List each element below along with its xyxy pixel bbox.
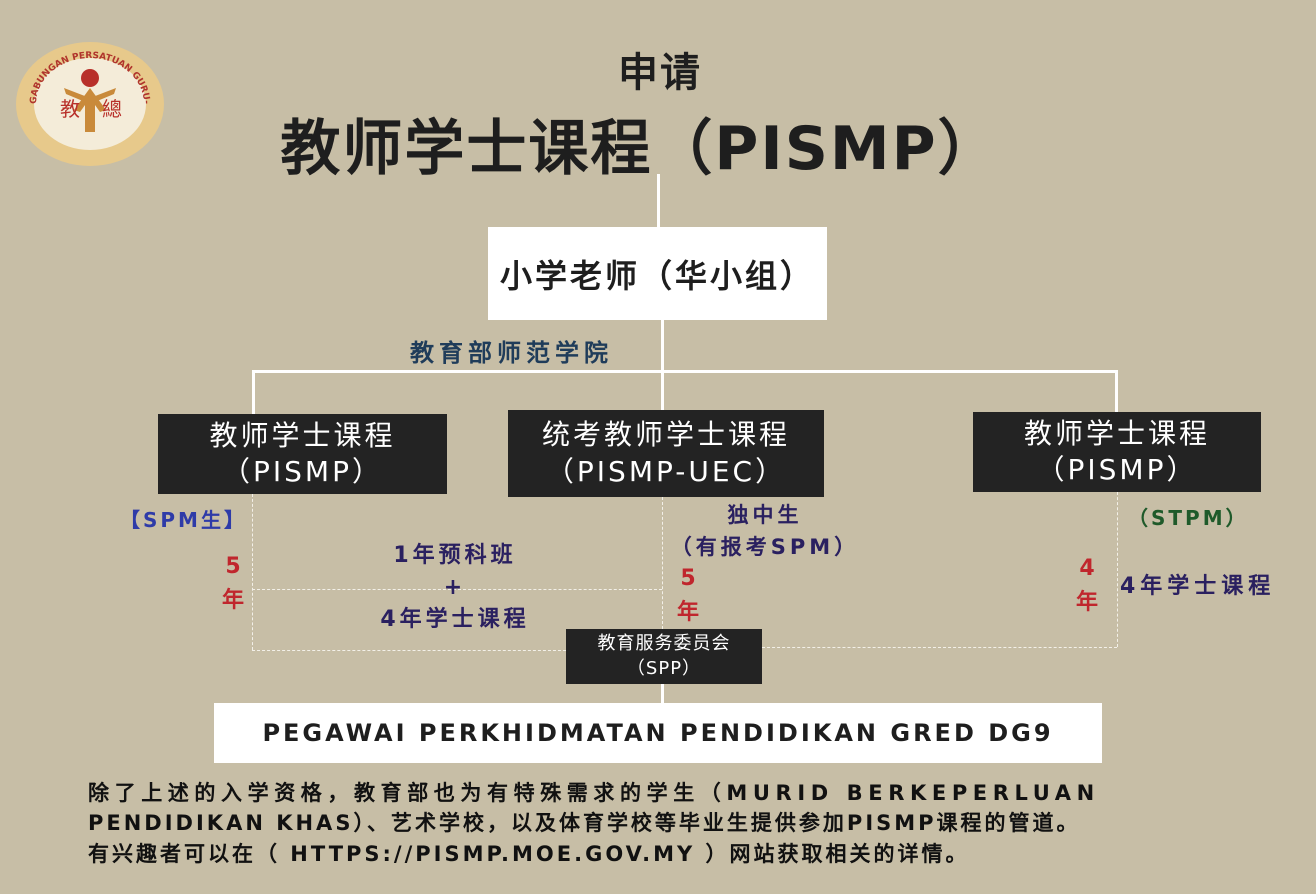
dash-right-bottom (762, 647, 1117, 648)
left-years-number: 5 (225, 554, 241, 579)
left-years-unit: 年 (221, 588, 244, 614)
label-prep-course: 1年预科班 + 4年学士课程 (350, 540, 560, 636)
dash-right-vertical (1117, 492, 1118, 647)
program-mid-line1: 统考教师学士课程 (541, 418, 790, 452)
institute-label: 教育部师范学院 (410, 339, 613, 367)
mid-years-unit: 年 (676, 600, 699, 626)
connector-spp-final (661, 684, 664, 703)
right-years-number: 4 (1079, 556, 1095, 581)
program-left-line1: 教师学士课程 (209, 418, 396, 452)
label-stpm: （STPM） (1128, 506, 1249, 530)
title-main: 教师学士课程（PISMP） (280, 114, 1000, 184)
dash-mid-vertical (662, 497, 663, 629)
organization-logo: GABUNGAN PERSATUAN GURU-GURU SEKOLAH CIN… (14, 40, 164, 166)
right-years-unit: 年 (1075, 590, 1098, 616)
prep-line1: 1年预科班 (393, 543, 517, 568)
dash-left-bottom (252, 650, 566, 651)
prep-line2: 4年学士课程 (380, 606, 530, 632)
indep-line1: 独中生 (727, 503, 803, 527)
label-left-duration: 5 年 (212, 550, 254, 618)
connector-mid-drop (661, 370, 664, 410)
footnote-line3: 有兴趣者可以在（ HTTPS://PISMP.MOE.GOV.MY ）网站获取相… (88, 841, 970, 866)
footnote-line1: 除了上述的入学资格，教育部也为有特殊需求的学生（MURID BERKEPERLU… (88, 781, 1100, 805)
connector-left-drop (252, 370, 255, 414)
program-right-line2: （PISMP） (1036, 453, 1198, 486)
label-right-duration: 4 年 (1066, 552, 1108, 620)
label-mid-duration: 5 年 (667, 562, 709, 630)
connector-right-drop (1115, 370, 1118, 412)
program-box-pismp-stpm: 教师学士课程 （PISMP） (973, 412, 1261, 492)
footnote-line2: PENDIDIKAN KHAS）、艺术学校，以及体育学校等毕业生提供参加PISM… (88, 811, 1081, 836)
program-box-pismp-uec: 统考教师学士课程 （PISMP-UEC） (508, 410, 824, 497)
spp-box: 教育服务委员会 （SPP） (566, 629, 762, 684)
dash-left-vertical (252, 494, 253, 650)
logo-char-right: 總 (102, 97, 122, 121)
prep-plus: + (443, 574, 467, 600)
label-bachelor-course: 4年学士课程 (1120, 574, 1276, 599)
connector-root-down (661, 320, 664, 372)
connector-horizontal (252, 370, 1118, 373)
mid-years-number: 5 (680, 566, 696, 591)
root-box-primary-teacher: 小学老师（华小组） (488, 227, 827, 320)
title-small: 申请 (618, 50, 702, 96)
label-spm-student: 【SPM生】 (120, 508, 247, 532)
program-right-line1: 教师学士课程 (1023, 416, 1210, 450)
spp-line1: 教育服务委员会 (597, 633, 731, 655)
footnote: 除了上述的入学资格，教育部也为有特殊需求的学生（MURID BERKEPERLU… (88, 778, 1253, 869)
final-box-officer-grade: PEGAWAI PERKHIDMATAN PENDIDIKAN GRED DG9 (214, 703, 1102, 763)
label-independent-student: 独中生 （有报考SPM） (665, 500, 865, 563)
program-left-line2: （PISMP） (222, 455, 383, 488)
connector-title-root (657, 174, 660, 227)
spp-line2: （SPP） (626, 657, 702, 679)
program-box-pismp-spm: 教师学士课程 （PISMP） (158, 414, 447, 494)
dash-left-mid (252, 589, 662, 590)
program-mid-line2: （PISMP-UEC） (545, 454, 787, 488)
logo-char-left: 教 (60, 97, 80, 121)
indep-line2: （有报考SPM） (670, 534, 860, 559)
